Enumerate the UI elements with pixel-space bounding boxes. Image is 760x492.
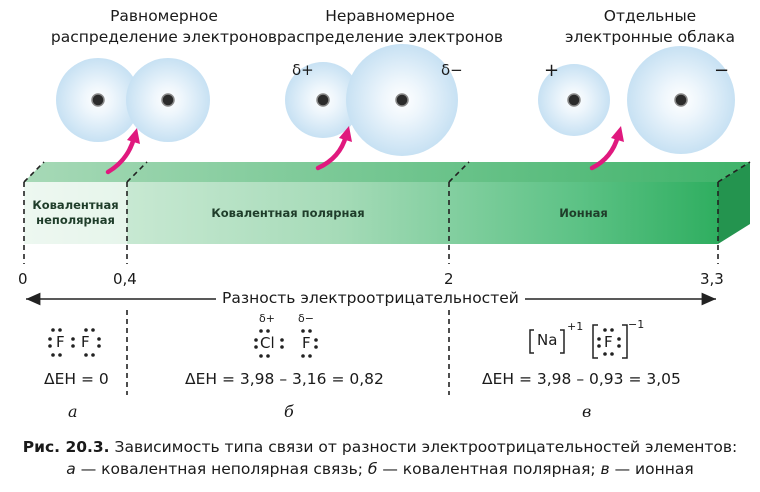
- minus-label: −: [714, 60, 730, 81]
- caption-nonuniform: Неравномерное распределение электронов: [255, 6, 525, 48]
- caption-nonuniform-line2: распределение электронов: [276, 28, 504, 46]
- band-label-nonpolar: Ковалентная неполярная: [24, 198, 127, 228]
- delta-plus-label: δ+: [292, 61, 314, 79]
- lewis-dots-clf: [254, 329, 318, 358]
- nonuniform-clouds: [285, 44, 458, 156]
- bracket-na-right: [560, 329, 565, 354]
- arrowhead: [611, 126, 624, 142]
- band-label-ionic: Ионная: [559, 206, 608, 220]
- boundary-0-top: [23, 161, 45, 183]
- delta-minus-label: δ−: [441, 61, 463, 79]
- ion-na-charge: +1: [567, 320, 584, 333]
- equation-a: ΔEH = 0: [44, 370, 109, 388]
- dashed-boundaries: [23, 161, 751, 395]
- caption-separate-line1: Отдельные: [603, 7, 697, 25]
- ion-brackets: [529, 324, 628, 359]
- band-label-nonpolar-line2: неполярная: [36, 213, 115, 227]
- tick-0-4: 0,4: [113, 270, 137, 288]
- lewis-dots-f2: [48, 328, 101, 357]
- caption-uniform-line1: Равномерное: [110, 7, 218, 25]
- partial-plus: δ+: [259, 312, 275, 325]
- caption-a-text: — ковалентная неполярная связь;: [75, 460, 368, 478]
- ion-f: F: [604, 333, 613, 351]
- band-segment-nonpolar: [24, 182, 127, 244]
- ion-na: Na: [537, 331, 558, 349]
- nucleus: [674, 93, 688, 107]
- tick-3-3: 3,3: [700, 270, 724, 288]
- caption-uniform: Равномерное распределение электронов: [51, 6, 277, 48]
- equation-b: ΔEH = 3,98 – 3,16 = 0,82: [185, 370, 384, 388]
- figure-caption-line1: Рис. 20.3. Зависимость типа связи от раз…: [0, 436, 760, 458]
- tick-2: 2: [444, 270, 454, 288]
- arrowhead: [339, 126, 352, 142]
- bracket-f-left: [592, 324, 598, 359]
- caption-letter-b: б: [367, 460, 378, 478]
- band-front-face: [24, 182, 718, 244]
- band-top-face: [24, 162, 750, 182]
- nucleus: [161, 93, 175, 107]
- bracket-f-right: [622, 324, 628, 359]
- letter-c: в: [582, 402, 592, 421]
- letter-b: б: [284, 402, 294, 421]
- caption-uniform-line2: распределение электронов: [50, 28, 278, 46]
- equation-c: ΔEH = 3,98 – 0,93 = 3,05: [482, 370, 681, 388]
- band-label-nonpolar-line1: Ковалентная: [32, 198, 119, 212]
- boundary-33-top: [717, 161, 751, 183]
- boundary-04-top: [126, 161, 148, 183]
- caption-separate: Отдельные электронные облака: [555, 6, 745, 48]
- caption-c-text: — ионная: [609, 460, 694, 478]
- nucleus: [395, 93, 409, 107]
- separate-clouds: [538, 46, 735, 154]
- bracket-na-left: [529, 329, 534, 354]
- axis-label: Разность электроотрицательностей: [216, 289, 525, 307]
- caption-nonuniform-line1: Неравномерное: [325, 7, 455, 25]
- ion-f-charge: −1: [628, 318, 645, 331]
- tick-0: 0: [18, 270, 28, 288]
- figure-caption: Рис. 20.3. Зависимость типа связи от раз…: [0, 436, 760, 480]
- caption-letter-a: а: [66, 460, 76, 478]
- band-side-face: [718, 162, 750, 244]
- boundary-2-top: [448, 161, 470, 183]
- plus-label: +: [544, 60, 560, 81]
- caption-letter-c: в: [600, 460, 610, 478]
- nucleus: [567, 93, 581, 107]
- pink-arrowheads: [127, 126, 624, 144]
- figure-number: Рис. 20.3.: [22, 438, 110, 456]
- arrowhead: [127, 128, 140, 144]
- band-label-polar: Ковалентная полярная: [211, 206, 365, 220]
- atom-f-1: F: [56, 333, 65, 351]
- figure-caption-text: Зависимость типа связи от разности элект…: [109, 438, 738, 456]
- atom-f: F: [302, 334, 311, 352]
- caption-separate-line2: электронные облака: [565, 28, 735, 46]
- nucleus: [316, 93, 330, 107]
- figure-caption-line2: а — ковалентная неполярная связь; б — ко…: [0, 458, 760, 480]
- atom-f-2: F: [81, 333, 90, 351]
- uniform-clouds: [56, 58, 210, 142]
- letter-a: а: [68, 402, 78, 421]
- nucleus: [91, 93, 105, 107]
- atom-cl: Cl: [260, 334, 275, 352]
- lewis-dots-f-ion: [597, 328, 621, 356]
- partial-minus: δ−: [298, 312, 314, 325]
- caption-b-text: — ковалентная полярная;: [377, 460, 601, 478]
